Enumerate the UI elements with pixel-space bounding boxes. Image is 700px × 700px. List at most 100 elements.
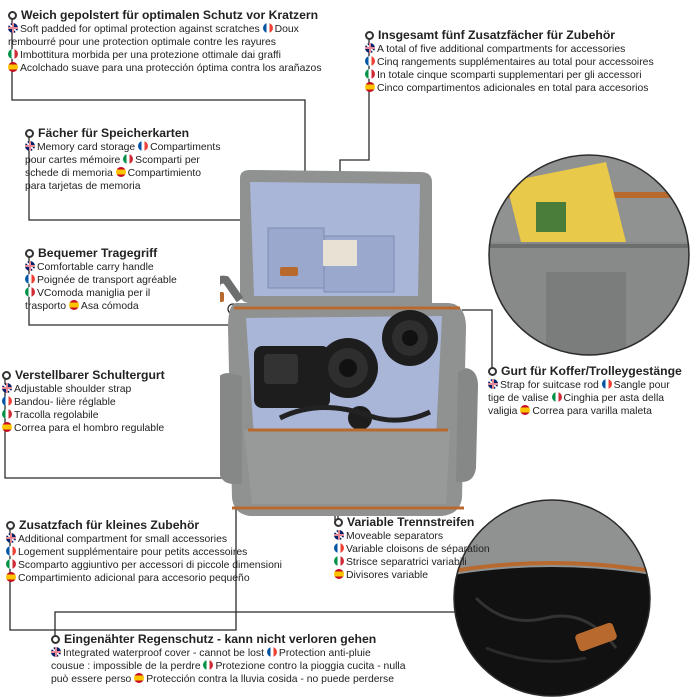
description-line: VComoda maniglia per il <box>25 287 177 300</box>
spain-flag-icon <box>68 300 79 310</box>
description-text: trasporto <box>25 301 69 312</box>
italy-flag-icon <box>8 49 18 59</box>
description-text: cousue : impossible de la perdre <box>51 661 204 672</box>
uk-flag-icon <box>365 43 375 53</box>
spain-flag-icon <box>134 673 145 683</box>
description-text: Soft padded for optimal protection again… <box>20 24 263 35</box>
description-line: Scomparto aggiuntivo per accessori di pi… <box>6 559 282 572</box>
description-line: Memory card storage Compartiments <box>25 141 221 154</box>
description-line: cousue : impossible de la perdre Protezi… <box>51 660 406 673</box>
description-text: Tracolla regolabile <box>14 410 99 421</box>
uk-flag-icon <box>51 647 61 657</box>
spain-flag-icon <box>115 167 126 177</box>
feature-handle: Bequemer Tragegriff Comfortable carry ha… <box>25 246 177 313</box>
description-text: Correa para varilla maleta <box>532 406 652 417</box>
description-line: Moveable separators <box>334 530 490 543</box>
description-line: Adjustable shoulder strap <box>2 383 165 396</box>
bullet-icon <box>365 31 374 40</box>
feature-strap: Verstellbarer Schultergurt Adjustable sh… <box>2 368 165 435</box>
france-flag-icon <box>2 396 12 406</box>
description-line: Acolchado suave para una protección ópti… <box>8 62 322 75</box>
description-text: Moveable separators <box>346 531 444 542</box>
description-line: trasporto Asa cómoda <box>25 300 177 313</box>
description-text: Strap for suitcase rod <box>500 380 602 391</box>
france-flag-icon <box>262 23 273 33</box>
description-text: Cinq rangements supplémentaires au total… <box>377 57 654 68</box>
feature-compartments-title: Insgesamt fünf Zusatzfächer für Zubehör <box>365 28 654 43</box>
description-line: Correa para el hombro regulable <box>2 422 165 435</box>
description-line: Compartimiento adicional para accesorio … <box>6 572 282 585</box>
feature-small-title: Zusatzfach für kleines Zubehör <box>6 518 282 533</box>
description-text: schede di memoria <box>25 168 116 179</box>
description-text: Cinghia per asta della <box>563 393 665 404</box>
france-flag-icon <box>138 141 149 151</box>
france-flag-icon <box>6 546 16 556</box>
description-text: valigia <box>488 406 521 417</box>
description-text: Imbottitura morbida per una protezione o… <box>20 50 281 61</box>
description-text: Memory card storage <box>37 142 139 153</box>
bullet-icon <box>488 367 497 376</box>
description-text: Cinco compartimentos adicionales en tota… <box>377 83 649 94</box>
italy-flag-icon <box>203 660 214 670</box>
description-text: In totale cinque scomparti supplementari… <box>377 70 642 81</box>
france-flag-icon <box>365 56 375 66</box>
description-line: Integrated waterproof cover - cannot be … <box>51 647 406 660</box>
description-text: tige de valise <box>488 393 552 404</box>
uk-flag-icon <box>334 530 344 540</box>
bullet-icon <box>25 129 34 138</box>
france-flag-icon <box>266 647 277 657</box>
description-line: Logement supplémentaire pour petits acce… <box>6 546 282 559</box>
feature-trolley-title: Gurt für Koffer/Trolleygestänge <box>488 364 682 379</box>
description-text: Compartiments <box>150 142 221 153</box>
description-text: Compartimiento <box>127 168 202 179</box>
description-text: VComoda maniglia per il <box>37 288 151 299</box>
description-text: rembourré pour une protection optimale c… <box>8 37 276 48</box>
description-text: Poignée de transport agréable <box>37 275 177 286</box>
italy-flag-icon <box>123 154 134 164</box>
italy-flag-icon <box>25 287 35 297</box>
description-text: Divisores variable <box>346 570 428 581</box>
description-text: Acolchado suave para una protección ópti… <box>20 63 322 74</box>
spain-flag-icon <box>520 405 531 415</box>
feature-dividers-title: Variable Trennstreifen <box>334 515 490 530</box>
description-text: Comfortable carry handle <box>37 262 154 273</box>
feature-memory: Fächer für Speicherkarten Memory card st… <box>25 126 221 193</box>
feature-strap-title: Verstellbarer Schultergurt <box>2 368 165 383</box>
description-text: Strisce separatrici variabili <box>346 557 467 568</box>
spain-flag-icon <box>2 422 12 432</box>
description-text: para tarjetas de memoria <box>25 181 141 192</box>
france-flag-icon <box>334 543 344 553</box>
description-text: Asa cómoda <box>80 301 139 312</box>
description-line: Imbottitura morbida per una protezione o… <box>8 49 322 62</box>
feature-padding-body: Soft padded for optimal protection again… <box>8 23 322 75</box>
description-text: Protezione contro la pioggia cucita - nu… <box>215 661 406 672</box>
description-text: può essere perso <box>51 674 135 685</box>
spain-flag-icon <box>6 572 16 582</box>
feature-compartments: Insgesamt fünf Zusatzfächer für Zubehör … <box>365 28 654 95</box>
description-line: Soft padded for optimal protection again… <box>8 23 322 36</box>
description-line: Additional compartment for small accesso… <box>6 533 282 546</box>
description-text: Protección contra la lluvia cosida - no … <box>146 674 394 685</box>
description-line: rembourré pour une protection optimale c… <box>8 36 322 49</box>
bullet-icon <box>8 11 17 20</box>
description-text: A total of five additional compartments … <box>377 44 626 55</box>
description-text: Doux <box>274 24 299 35</box>
uk-flag-icon <box>25 261 35 271</box>
description-line: Tracolla regolabile <box>2 409 165 422</box>
description-text: Variable cloisons de séparation <box>346 544 490 555</box>
description-line: Strisce separatrici variabili <box>334 556 490 569</box>
description-line: Comfortable carry handle <box>25 261 177 274</box>
feature-rain-body: Integrated waterproof cover - cannot be … <box>51 647 406 686</box>
uk-flag-icon <box>25 141 35 151</box>
description-line: Cinq rangements supplémentaires au total… <box>365 56 654 69</box>
description-text: Integrated waterproof cover - cannot be … <box>63 648 267 659</box>
description-line: Divisores variable <box>334 569 490 582</box>
description-text: Sangle pour <box>613 380 670 391</box>
uk-flag-icon <box>6 533 16 543</box>
description-line: schede di memoria Compartimiento <box>25 167 221 180</box>
description-text: pour cartes mémoire <box>25 155 124 166</box>
description-line: valigia Correa para varilla maleta <box>488 405 682 418</box>
description-line: Bandou- lière réglable <box>2 396 165 409</box>
